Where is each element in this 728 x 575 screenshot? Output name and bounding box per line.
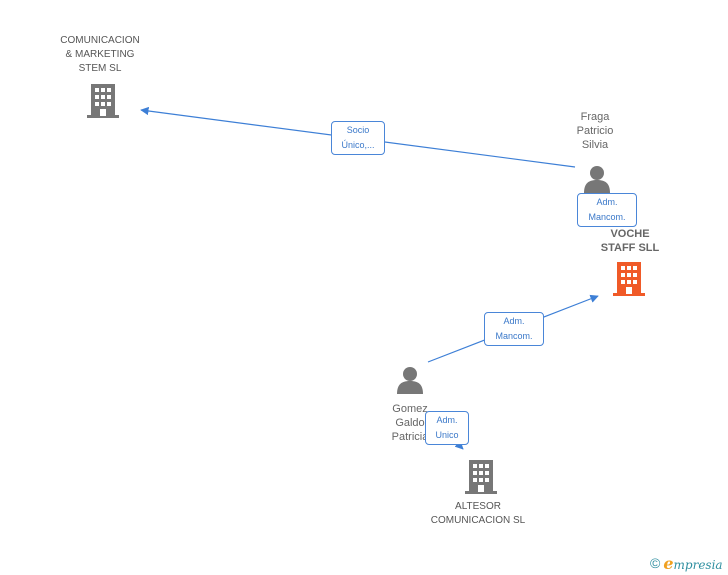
node-label-voche[interactable]: VOCHE STAFF SLL (600, 228, 660, 254)
empresia-logo[interactable]: empresia (663, 553, 723, 573)
edge-label-gomez-adm-mancom[interactable]: Adm. Mancom. (484, 312, 544, 346)
edge-label-socio-unico[interactable]: Socio Único,... (331, 121, 385, 155)
node-label-altesor[interactable]: ALTESOR COMUNICACION SL (430, 501, 526, 526)
footer-brand: © empresia (650, 553, 723, 573)
person-icon[interactable] (396, 366, 424, 394)
copyright-symbol: © (650, 555, 661, 571)
building-icon[interactable] (613, 262, 645, 296)
node-label-comunicacion[interactable]: COMUNICACION & MARKETING STEM SL (60, 35, 140, 74)
node-label-gomez[interactable]: Gomez Galdo Patricia (391, 403, 429, 443)
building-icon[interactable] (465, 460, 497, 494)
edge-label-fraga-adm-mancom[interactable]: Adm. Mancom. (577, 193, 637, 227)
node-label-fraga[interactable]: Fraga Patricio Silvia (576, 111, 614, 151)
edge-label-gomez-adm-unico[interactable]: Adm. Unico (425, 411, 469, 445)
person-icon[interactable] (583, 165, 611, 193)
building-icon[interactable] (87, 84, 119, 118)
